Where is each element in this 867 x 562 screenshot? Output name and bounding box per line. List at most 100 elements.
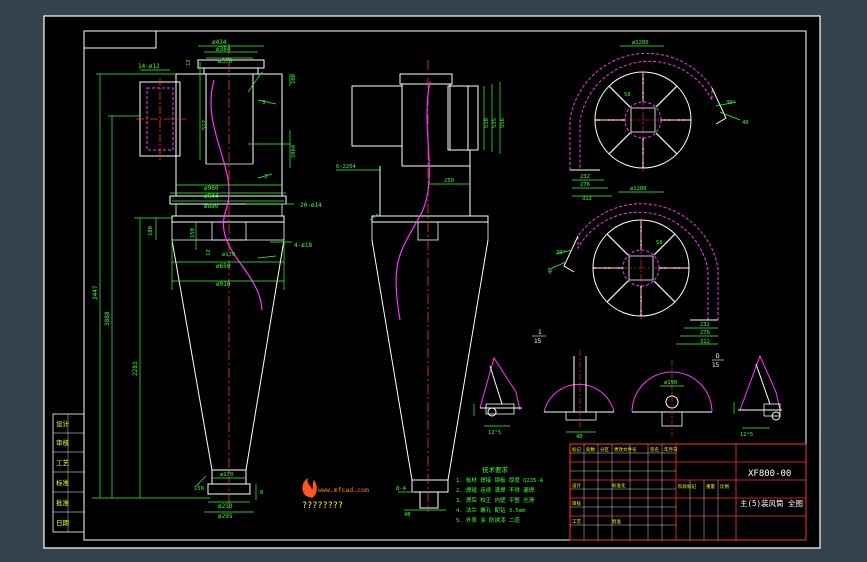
dim-label: 276: [700, 330, 710, 336]
drawing-number: XF800-00: [748, 469, 791, 479]
flame-icon: [302, 478, 317, 498]
dim-label: ø170: [220, 472, 233, 478]
dim-label: ø650: [216, 263, 231, 270]
volute-bottom-view[interactable]: ø1280 58 30° 40 232 276 312: [548, 186, 719, 345]
dim-label: 510: [484, 118, 490, 128]
dim-label: 20-ø14: [300, 202, 322, 209]
notes-line: 3. 焊后 校正 内壁 平整 光滑: [456, 496, 535, 504]
detail-label: 15: [712, 362, 720, 369]
dim-label: 3888: [104, 311, 111, 326]
dim-label: 4-ø18: [294, 242, 312, 249]
dim-label: 8: [260, 490, 263, 496]
detail-views[interactable]: 1 15 D 15 12°5 40 ø190: [473, 329, 782, 440]
title-block-label: 签名: [650, 446, 659, 453]
volute-top-view[interactable]: ø1280 58 30° 40 232 276 312: [569, 40, 749, 202]
dim-label: ø384: [216, 46, 231, 53]
dim-label: 40: [548, 267, 554, 274]
notes-heading: 技术要求: [482, 465, 509, 474]
dim-label: 8-4: [396, 486, 407, 492]
logo-text: ????????: [302, 501, 343, 511]
dim-label: 40: [576, 434, 583, 440]
notes-line: 4. 法兰 螺孔 配钻 3.5mm: [456, 506, 526, 514]
title-block-label: 年月日: [664, 446, 678, 453]
corner-tab: [84, 31, 157, 49]
dim-label: 100: [291, 74, 297, 84]
dim-label: 6-2204: [336, 164, 357, 170]
title-block-label: 标记: [572, 446, 581, 453]
title-block-label: 批准: [612, 518, 621, 525]
dim-label: 48: [404, 512, 411, 518]
dim-label: ø295: [218, 513, 233, 520]
title-block-label: 阶段标记: [678, 483, 696, 490]
left-column: 设计 审核 工艺 标准 批准 日期: [52, 413, 85, 533]
notes-line: 5. 外表 涂 防锈漆 二道: [456, 516, 520, 524]
dim-label: 232: [700, 322, 710, 328]
dim-label: ø880: [204, 203, 219, 210]
dim-label: ø190: [664, 380, 677, 386]
title-block-label: 处数: [586, 446, 595, 453]
dim-label: ø1280: [630, 186, 647, 192]
left-column-cell: 标准: [56, 478, 70, 487]
logo-brand: www.mfcad.com: [318, 486, 369, 494]
technical-notes: 技术要求 1. 板材 焊接 钢板 厚度 Q235-A 2. 焊缝 连续 满焊 不…: [456, 465, 544, 524]
title-block-label: 重量: [706, 483, 715, 490]
mfcad-logo: www.mfcad.com ????????: [302, 478, 369, 511]
title-block-label: 审核: [572, 500, 581, 507]
dim-label: 40: [742, 120, 749, 126]
dim-label: 535: [492, 118, 498, 128]
dim-label: 150: [190, 228, 196, 238]
dim-label: 150: [194, 486, 204, 492]
title-block-label: 分区: [600, 446, 609, 453]
drawing-border: [83, 30, 807, 541]
dim-label: 58: [624, 92, 631, 98]
dim-label: 12: [206, 249, 212, 256]
notes-line: 1. 板材 焊接 钢板 厚度 Q235-A: [456, 476, 544, 484]
dim-label: 3447: [92, 285, 99, 300]
dim-label: 232: [580, 174, 590, 180]
dim-label: ø960: [204, 185, 219, 192]
detail-label: 15: [534, 338, 542, 345]
dim-label: 30°: [726, 100, 736, 106]
title-block-label: 更改文件号: [614, 446, 637, 453]
notes-line: 2. 焊缝 连续 满焊 不得 漏焊: [456, 486, 535, 494]
dim-label: ø170: [222, 252, 235, 258]
dim-label: 556: [500, 118, 506, 128]
dim-label: 276: [580, 182, 590, 188]
left-column-cell: 日期: [56, 519, 70, 527]
side-view[interactable]: 510 535 556 6-2204 250 8-4 48: [336, 60, 506, 518]
dim-label: ø370: [218, 58, 233, 65]
dim-label: 12°5: [740, 432, 753, 438]
left-column-cell: 设计: [56, 419, 70, 428]
dim-label: 2283: [132, 361, 139, 376]
dim-label: 12: [186, 59, 192, 66]
dim-label: ø424: [212, 39, 227, 46]
dim-label: ø910: [216, 281, 231, 288]
dim-label: ø1280: [632, 40, 649, 46]
dim-label: ø230: [218, 503, 233, 510]
title-block-label: 工艺: [572, 519, 581, 525]
detail-label: 1: [538, 329, 542, 336]
title-block-label: 设计: [572, 482, 581, 489]
dim-label: 58: [656, 240, 663, 246]
dim-label: 512: [202, 120, 208, 130]
dim-label: 14-ø12: [138, 63, 160, 70]
left-column-cell: 工艺: [56, 459, 70, 467]
dim-label: 3: [264, 174, 267, 180]
title-block: XF800-00 主(5)装风筒 全图 标记 处数 分区 更改文件号 签名 年月…: [569, 443, 807, 541]
dim-label: 3: [262, 100, 265, 106]
left-column-cell: 审核: [56, 438, 70, 447]
dim-label: 250: [444, 178, 454, 184]
dim-label: 12°5: [488, 430, 501, 436]
dim-label: 312: [582, 196, 592, 202]
drawing-title: 主(5)装风筒 全图: [740, 498, 803, 508]
title-block-label: 比例: [720, 483, 729, 490]
dim-label: 30°: [556, 250, 566, 256]
detail-label: D: [716, 353, 720, 360]
dim-label: ø844: [204, 193, 219, 200]
title-block-label: 标准化: [612, 482, 626, 489]
dim-label: 1064: [291, 144, 297, 158]
left-column-cell: 批准: [56, 498, 70, 507]
dim-label: 180: [148, 226, 154, 236]
front-view[interactable]: ø424 ø384 ø370 12 14-ø12 100 512 3 1064 …: [92, 39, 322, 520]
